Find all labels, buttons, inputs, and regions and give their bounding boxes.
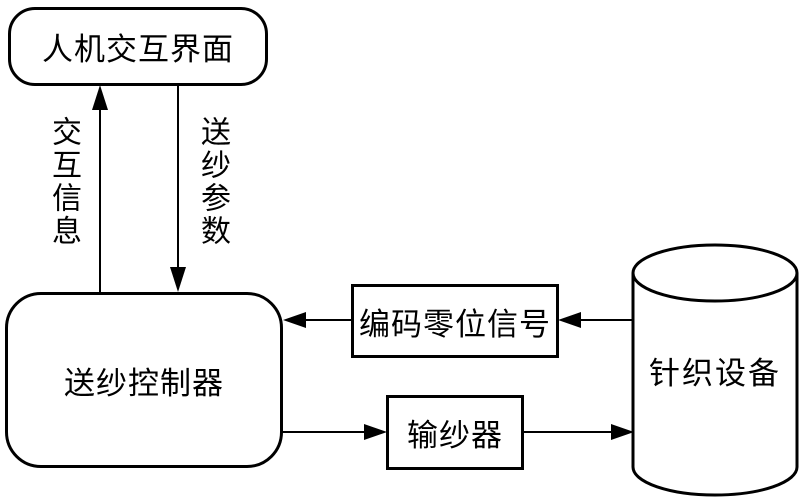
edge-label-interaction-info: 交互信息 bbox=[46, 116, 81, 248]
node-encoder-signal: 编码零位信号 bbox=[351, 284, 559, 358]
arrowhead-right-into-device bbox=[611, 424, 634, 440]
node-knitting-device-label: 针织设备 bbox=[649, 355, 781, 392]
node-controller: 送纱控制器 bbox=[5, 292, 283, 468]
node-encoder-signal-label: 编码零位信号 bbox=[359, 306, 551, 343]
knitting-device-cylinder-body bbox=[631, 273, 799, 497]
arrowhead-up-interaction-info bbox=[92, 85, 108, 110]
edge-label-yarn-feed-params: 送纱参数 bbox=[195, 116, 230, 248]
node-yarn-feeder: 输纱器 bbox=[386, 395, 524, 470]
arrowhead-right-into-feeder-box bbox=[364, 424, 387, 440]
node-hmi-label: 人机交互界面 bbox=[42, 32, 234, 68]
arrowhead-left-into-controller bbox=[283, 312, 306, 328]
arrowhead-left-into-encoder-box bbox=[558, 312, 581, 328]
arrowhead-down-yarn-feed-params bbox=[170, 267, 186, 292]
node-hmi: 人机交互界面 bbox=[8, 7, 268, 86]
node-controller-label: 送纱控制器 bbox=[64, 365, 224, 402]
node-yarn-feeder-label: 输纱器 bbox=[407, 418, 503, 454]
knitting-device-cylinder-top bbox=[631, 243, 799, 303]
